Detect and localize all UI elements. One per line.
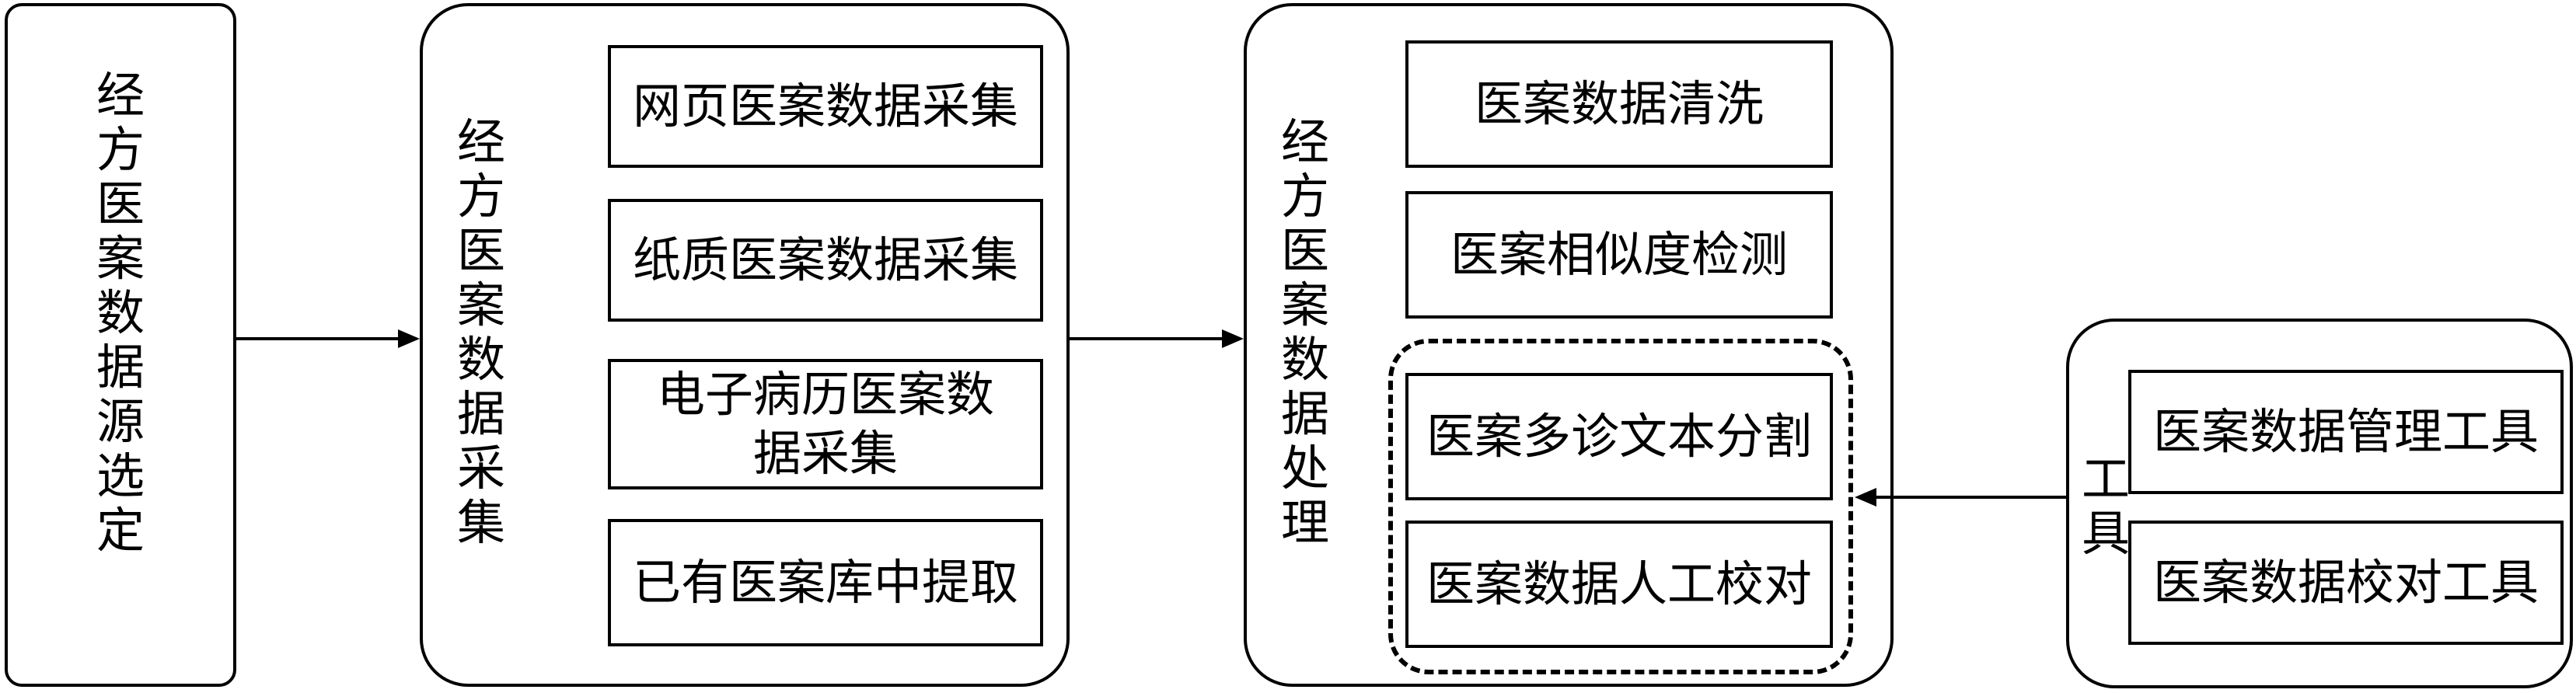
source-selection-box: 经 方 医 案 数 据 源 选 定 <box>5 3 236 687</box>
tools-stage-title: 工 具 <box>2081 451 2130 562</box>
processing-item-similarity: 医案相似度检测 <box>1405 191 1833 319</box>
manual-processing-group <box>1388 339 1853 674</box>
source-selection-title: 经 方 医 案 数 据 源 选 定 <box>96 67 145 559</box>
tool-item-data-management: 医案数据管理工具 <box>2128 370 2564 494</box>
tool-item-data-proofreading: 医案数据校对工具 <box>2128 521 2564 645</box>
collection-item-emr: 电子病历医案数据采集 <box>608 359 1043 489</box>
collection-item-existing-library: 已有医案库中提取 <box>608 519 1043 646</box>
arrow-source-to-collection <box>236 329 420 348</box>
processing-item-cleaning: 医案数据清洗 <box>1405 40 1833 168</box>
collection-item-paper: 纸质医案数据采集 <box>608 199 1043 322</box>
arrow-tools-to-manual-group <box>1855 488 2066 507</box>
collection-stage-title: 经 方 医 案 数 据 采 集 <box>456 113 505 551</box>
arrow-collection-to-processing <box>1070 329 1244 348</box>
collection-item-web: 网页医案数据采集 <box>608 45 1043 168</box>
processing-item-manual-proofreading: 医案数据人工校对 <box>1405 521 1833 648</box>
processing-stage-title: 经 方 医 案 数 据 处 理 <box>1280 113 1329 551</box>
processing-item-text-segmentation: 医案多诊文本分割 <box>1405 373 1833 500</box>
